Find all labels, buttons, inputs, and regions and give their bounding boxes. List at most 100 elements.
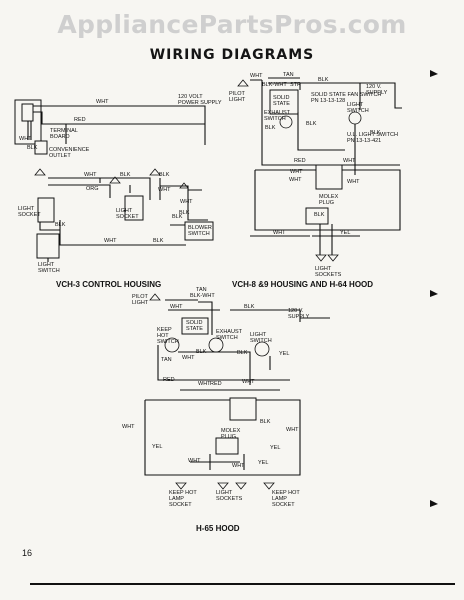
vch3-label-wht-bot: WHT: [104, 238, 117, 244]
vch89-socket-symbols: [315, 254, 339, 262]
vch89-label-wht-2: WHT: [290, 169, 303, 175]
vch89-label-str: STR: [290, 82, 301, 88]
h65-solid-state-switch: [181, 317, 209, 335]
page-title: WIRING DIAGRAMS: [149, 47, 315, 63]
watermark: AppliancePartsPros.com: [57, 10, 407, 39]
vch89-solid-state-switch: [269, 89, 299, 115]
vch89-label-wht-3: WHT: [289, 177, 302, 183]
h65-label-blk-c: BLK: [260, 419, 271, 425]
vch3-wire-red: [33, 111, 67, 144]
h65-label-supply: 120 V.SUPPLY: [288, 308, 310, 320]
vch89-label-supply: 120 V.SUPPLY: [366, 84, 388, 96]
vch3-label-blk-r2: BLK: [179, 210, 190, 216]
h65-label-yel-b: YEL: [258, 460, 268, 466]
h65-wire-supply: [198, 301, 330, 335]
h65-label-blk-a: BLK: [196, 349, 207, 355]
vch89-exhaust-switch: [279, 115, 293, 129]
vch89-diagram: VCH-8 &9 HOUSING AND H-64 HOOD: [232, 77, 402, 289]
h65-label-yel-a: YEL: [279, 351, 289, 357]
vch3-label-blk-bl: BLK: [55, 222, 66, 228]
vch3-wire-jumpers: [99, 178, 131, 193]
vch89-wire-bottom: [250, 224, 360, 255]
vch3-label-blk-l: BLK: [27, 145, 38, 151]
h65-socket-symbols: [175, 482, 275, 490]
h65-wire-internal: [157, 345, 290, 385]
vch3-label-blk-r3: BLK: [172, 214, 183, 220]
vch3-wire-bottom: [39, 205, 186, 262]
h65-diagram: H-65 HOOD: [144, 293, 330, 533]
h65-label-tan: TAN: [196, 287, 207, 293]
vch89-label-blk-t: BLK: [318, 77, 329, 83]
scan-marks: [430, 70, 438, 507]
light-socket-left: [37, 197, 55, 223]
vch3-diagram: VCH-3 CONTROL HOUSING: [14, 99, 214, 289]
light-switch-vch3: [36, 233, 60, 259]
vch89-label-blk-wht: BLK-WHT: [262, 82, 287, 88]
vch3-label-org: ORG: [86, 186, 99, 192]
vch3-label-blk-bot: BLK: [153, 238, 164, 244]
vch89-wire-top: [250, 79, 361, 110]
h65-pilot-lamp: [149, 293, 161, 301]
h65-label-wht-d: WHT: [188, 458, 201, 464]
vch89-pilot-lamp: [237, 79, 249, 87]
h65-light-switch: [254, 341, 270, 357]
h65-label-red-b: RED: [210, 381, 222, 387]
h65-label-wht-l: WHT: [122, 424, 135, 430]
h65-label-wht-c: WHT: [242, 379, 255, 385]
vch3-label-wht-r: WHT: [180, 199, 193, 205]
vch89-label-blk-d: BLK: [314, 212, 325, 218]
h65-label-yel-l: YEL: [152, 444, 162, 450]
vch3-wire-blk: [159, 178, 202, 205]
h65-label-wht-r: WHT: [286, 427, 299, 433]
vch3-label-wht-m2: WHT: [158, 187, 171, 193]
h65-label-wht-e: WHT: [232, 463, 245, 469]
vch89-label-yel: YEL: [340, 230, 350, 236]
vch3-label-red: RED: [74, 117, 86, 123]
vch89-wire-supply: [268, 77, 402, 109]
page-number: 16: [22, 548, 33, 558]
h65-label-wht-a: WHT: [182, 355, 195, 361]
vch3-label-wht-mid: WHT: [84, 172, 97, 178]
vch3-wire-blower: [170, 205, 208, 226]
h65-label-wht-t: WHT: [170, 304, 183, 310]
terminal-block: [21, 103, 34, 122]
vch3-label-wht-top: WHT: [96, 99, 109, 105]
vch89-label-wht-1: WHT: [343, 158, 356, 164]
vch89-label-tan: TAN: [283, 72, 294, 78]
vch3-wire-wht-top: [33, 105, 206, 145]
vch89-label-blk-c: BLK: [370, 130, 381, 136]
h65-wire-bottom: [190, 454, 245, 470]
vch3-label-blk-m1: BLK: [120, 172, 131, 178]
vch3-lamp-symbols: [34, 168, 189, 189]
vch3-label-wht-l: WHT: [19, 136, 32, 142]
vch89-label-blk-a: BLK: [265, 125, 276, 131]
h65-caption: H-65 HOOD: [196, 524, 240, 533]
h65-label-tan2: TAN: [161, 357, 172, 363]
h65-label-blk-b: BLK: [237, 350, 248, 356]
vch89-label-wht-t: WHT: [250, 73, 263, 79]
convenience-outlet: [34, 140, 48, 155]
vch89-label-blk-b: BLK: [306, 121, 317, 127]
